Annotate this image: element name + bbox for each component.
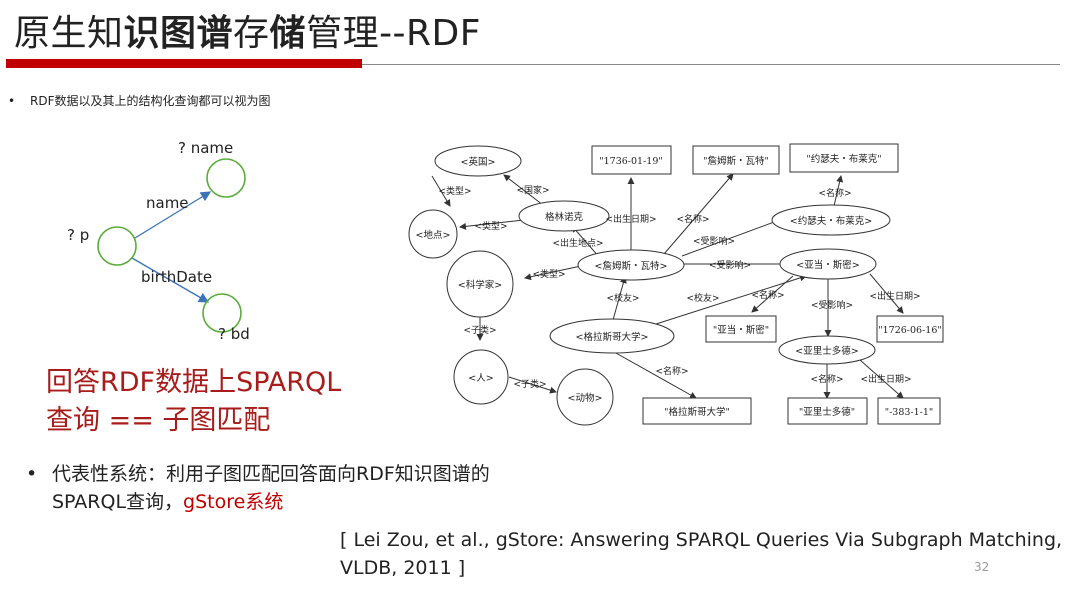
label-name-var: ? name xyxy=(178,139,233,157)
label-edge-name: name xyxy=(146,194,189,212)
edge-label-mingcheng-4: <名称> xyxy=(751,289,784,301)
lit-date3: "-383-1-1" xyxy=(885,407,934,418)
answer-statement: 回答RDF数据上SPARQL 查询 == 子图匹配 xyxy=(46,367,342,436)
query-graph: ? p ? name ? bd name birthDate xyxy=(67,139,250,343)
page-title: 原生知识图谱存储管理--RDF xyxy=(14,13,481,54)
lit-zhanmusi: "詹姆斯・瓦特" xyxy=(703,155,769,167)
edge-label-guojia: <国家> xyxy=(516,184,549,196)
node-didian: <地点> xyxy=(416,229,451,241)
edge-label-zilei-2: <子类> xyxy=(513,378,546,390)
lit-yadang: "亚当・斯密" xyxy=(713,324,769,336)
lit-date2: "1726-06-16" xyxy=(878,325,942,336)
node-zhanmusi: <詹姆斯・瓦特> xyxy=(595,260,668,272)
lit-yalishi: "亚里士多德" xyxy=(799,406,855,418)
node-dongwu: <动物> xyxy=(568,392,603,404)
label-edge-birthdate: birthDate xyxy=(141,268,212,286)
edge-label-leixing-3: <类型> xyxy=(532,268,565,280)
reference-citation: [ Lei Zou, et al., gStore: Answering SPA… xyxy=(340,529,1063,579)
edge-label-shouyingxiang-1: <受影响> xyxy=(693,235,735,247)
edge-label-mingcheng-5: <名称> xyxy=(810,373,843,385)
edge-label-mingcheng-1: <名称> xyxy=(676,213,709,225)
edge-label-mingcheng-2: <名称> xyxy=(655,365,688,377)
edge-name xyxy=(134,191,212,239)
label-p: ? p xyxy=(67,226,89,244)
edge-label-chushengriqi-1: <出生日期> xyxy=(605,213,656,225)
edge-label-mingcheng-3: <名称> xyxy=(818,187,851,199)
edge-label-leixing-2: <类型> xyxy=(474,220,507,232)
lit-date1: "1736-01-19" xyxy=(599,156,663,167)
edge-label-chushengdi: <出生地点> xyxy=(552,237,603,249)
lit-yuese: "约瑟夫・布莱克" xyxy=(806,153,881,165)
node-name xyxy=(206,158,246,198)
label-bd-var: ? bd xyxy=(218,325,250,343)
node-gelinnuoke: 格林诺克 xyxy=(545,211,584,223)
node-yingguo: <英国> xyxy=(461,156,496,168)
node-yuese: <约瑟夫・布莱克> xyxy=(790,215,872,227)
title-divider xyxy=(362,64,1060,65)
node-yadang: <亚当・斯密> xyxy=(796,259,859,271)
edge-label-leixing-1: <类型> xyxy=(438,185,471,197)
gstore-highlight: gStore系统 xyxy=(183,491,284,513)
edge-birthdate xyxy=(131,257,210,303)
edge-label-shouyingxiang-2: <受影响> xyxy=(709,259,751,271)
node-p xyxy=(97,226,137,266)
node-yalishi: <亚里士多德> xyxy=(795,345,858,357)
node-bd xyxy=(202,293,242,333)
lit-glsg: "格拉斯哥大学" xyxy=(664,406,730,418)
edge-label-shouyingxiang-3: <受影响> xyxy=(811,299,853,311)
bullet-rdf-graph: •RDF数据以及其上的结构化查询都可以视为图 xyxy=(8,94,271,108)
edge-label-chushengriqi-3: <出生日期> xyxy=(860,373,911,385)
node-glsg: <格拉斯哥大学> xyxy=(576,331,649,343)
node-kexuejia: <科学家> xyxy=(458,279,502,291)
edge-label-zilei-1: <子类> xyxy=(463,324,496,336)
title-accent-bar xyxy=(6,59,362,68)
edge-label-xiaoyou-1: <校友> xyxy=(606,292,639,304)
edge-label-xiaoyou-2: <校友> xyxy=(686,292,719,304)
node-ren: <人> xyxy=(468,373,493,384)
edge-label-chushengriqi-2: <出生日期> xyxy=(869,290,920,302)
page-number: 32 xyxy=(974,560,990,574)
